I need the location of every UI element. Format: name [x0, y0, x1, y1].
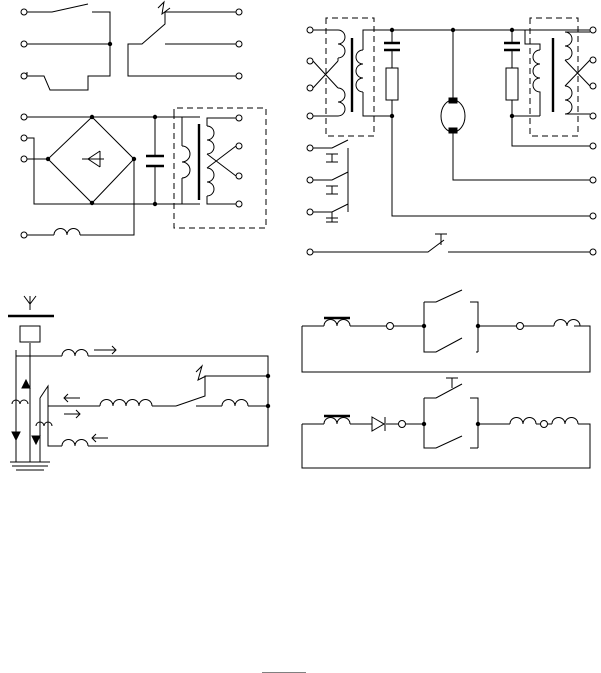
- terminal: [20, 231, 28, 239]
- relay-coil: [19, 325, 41, 343]
- terminal: [589, 176, 597, 184]
- terminal: [589, 26, 597, 34]
- arrow-icon: [94, 345, 117, 355]
- left-transformer-primary-lower: [337, 87, 346, 117]
- inductor-coil: [551, 417, 579, 425]
- terminal: [589, 142, 597, 150]
- resistor: [385, 67, 399, 101]
- lightning-arrow-icon: [195, 364, 207, 381]
- motor-brush: [448, 127, 458, 134]
- down-arrow-icon: [23, 295, 37, 305]
- arrow-icon: [91, 433, 108, 443]
- capacitor: [384, 41, 400, 52]
- terminal: [516, 322, 524, 330]
- inductor-coil: [553, 319, 581, 327]
- terminal: [20, 8, 28, 16]
- terminal: [589, 112, 597, 120]
- thermal-switch-icon: [326, 153, 338, 223]
- right-transformer-enclosure: [529, 17, 579, 137]
- terminal: [589, 82, 597, 90]
- coil: [323, 417, 351, 425]
- transformer-enclosure: [173, 107, 267, 229]
- terminal: [306, 208, 314, 216]
- pushbutton-icon: [446, 377, 458, 388]
- switch-network-diagram: [20, 0, 243, 91]
- inductor-coil: [53, 228, 81, 236]
- transformer-secondary-lower: [206, 167, 215, 197]
- terminal: [235, 114, 243, 122]
- terminal: [235, 142, 243, 150]
- transformer-primary: [181, 145, 191, 179]
- capacitor: [146, 154, 164, 168]
- terminal: [20, 40, 28, 48]
- terminal: [540, 420, 548, 428]
- terminal: [235, 72, 243, 80]
- arrow-icon: [64, 409, 81, 419]
- resistor: [505, 67, 519, 101]
- left-transformer-primary-upper: [337, 29, 346, 61]
- motor-brush: [448, 97, 458, 104]
- terminal: [306, 112, 314, 120]
- contactor-diagram: [301, 289, 591, 373]
- terminal: [20, 134, 28, 142]
- terminal: [306, 84, 314, 92]
- up-arrow-icon: [21, 378, 31, 389]
- inductor-coil: [99, 399, 127, 407]
- terminal: [589, 248, 597, 256]
- terminal: [235, 200, 243, 208]
- transformer-secondary-upper: [206, 125, 215, 155]
- inductor-coil: [61, 439, 89, 447]
- right-transformer-primary: [532, 49, 541, 116]
- terminal: [306, 26, 314, 34]
- motor-control-diagram: [306, 17, 597, 256]
- terminal: [306, 176, 314, 184]
- coil-turns: [35, 421, 53, 427]
- terminal: [306, 248, 314, 256]
- terminal: [589, 212, 597, 220]
- terminal: [398, 420, 406, 428]
- terminal: [306, 57, 314, 65]
- left-transformer-enclosure: [325, 17, 375, 137]
- coil-turns: [11, 399, 29, 405]
- capacitor: [504, 41, 520, 52]
- terminal: [235, 40, 243, 48]
- inductor-coil: [125, 399, 153, 407]
- arrow-icon: [63, 393, 80, 403]
- diode: [371, 416, 386, 432]
- inductor-coil: [509, 417, 537, 425]
- inductor-coil: [61, 349, 89, 357]
- terminal: [20, 155, 28, 163]
- diode-symbol: [82, 150, 104, 168]
- motor: [440, 99, 466, 133]
- terminal: [589, 56, 597, 64]
- bridge-rectifier-diagram: [20, 107, 267, 239]
- pushbutton-icon: [435, 233, 447, 245]
- terminal: [235, 8, 243, 16]
- diode-contactor-diagram: [301, 377, 591, 469]
- inductor-coil: [221, 399, 249, 407]
- variable-resistor-switch: [127, 12, 236, 77]
- terminal: [386, 322, 394, 330]
- left-transformer-secondary: [355, 49, 364, 93]
- variable-resistor: [175, 375, 266, 407]
- down-arrow-icon: [11, 431, 41, 446]
- ground-icon: [12, 465, 48, 471]
- right-transformer-secondary-upper: [564, 31, 573, 61]
- terminal: [20, 72, 28, 80]
- lightning-arrow-icon: [157, 0, 171, 16]
- right-transformer-secondary-lower: [564, 85, 573, 115]
- diode-bridge: [47, 116, 135, 204]
- terminal: [20, 113, 28, 121]
- coil: [323, 319, 351, 327]
- relay-winding-diagram: [8, 295, 271, 471]
- terminal: [235, 172, 243, 180]
- terminal: [306, 144, 314, 152]
